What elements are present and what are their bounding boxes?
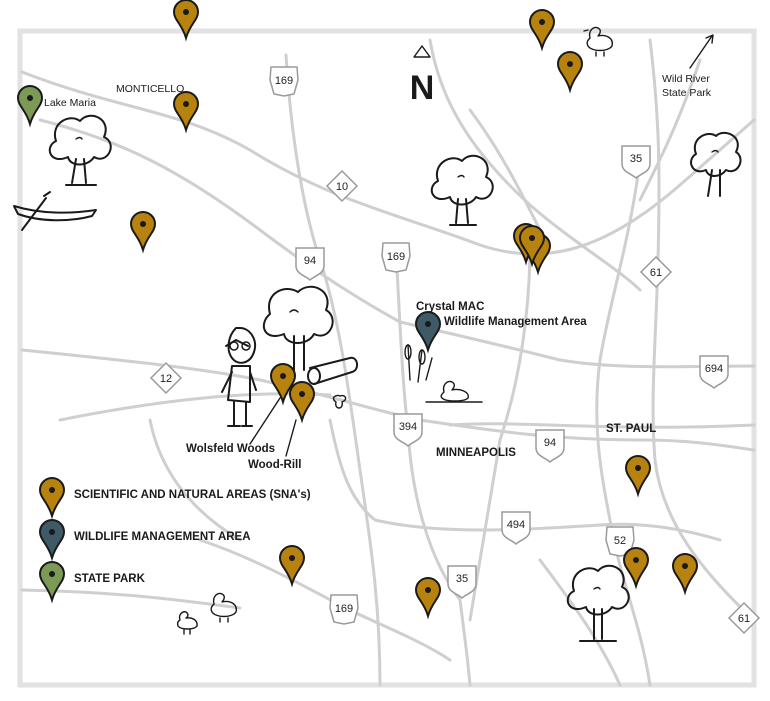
highway-number: 52 bbox=[614, 535, 626, 547]
sna-map-pin-icon[interactable] bbox=[671, 553, 699, 596]
map-frame bbox=[17, 28, 757, 688]
highway-shields: 169 10 35 94 169 61 12 694 394 94 52 494 35 169 61 bbox=[149, 66, 761, 635]
wild-river-arrow bbox=[689, 34, 714, 69]
north-letter: N bbox=[410, 69, 435, 107]
label-lake-maria: Lake Maria bbox=[44, 97, 96, 109]
label-st-paul: ST. PAUL bbox=[606, 423, 656, 435]
duck-icon bbox=[210, 592, 237, 623]
map-markers bbox=[16, 0, 699, 620]
label-crystal-mac-1: Crystal MAC bbox=[416, 301, 484, 313]
hiker-illustration bbox=[221, 327, 257, 427]
sna-map-pin-icon[interactable] bbox=[288, 381, 316, 424]
legend-item: WILDLIFE MANAGEMENT AREA bbox=[38, 519, 251, 562]
cattail-reeds-illustration bbox=[404, 344, 433, 383]
wood-rill-leader-line bbox=[285, 419, 297, 457]
state_park-map-pin-icon[interactable] bbox=[16, 85, 44, 128]
legend-label: WILDLIFE MANAGEMENT AREA bbox=[74, 531, 251, 543]
sna-map-pin-icon[interactable] bbox=[278, 545, 306, 588]
highway-number: 394 bbox=[399, 421, 417, 433]
highway-shield-394: 394 bbox=[393, 413, 423, 448]
canoe-illustration bbox=[13, 191, 97, 231]
highway-number: 169 bbox=[335, 603, 353, 615]
highway-number: 10 bbox=[336, 181, 348, 193]
duck-icon bbox=[176, 611, 198, 635]
sna-map-pin-icon[interactable] bbox=[172, 0, 200, 42]
legend-item: SCIENTIFIC AND NATURAL AREAS (SNA's) bbox=[38, 477, 311, 520]
legend-pin-icon bbox=[38, 477, 66, 520]
highway-number: 61 bbox=[738, 613, 750, 625]
road-network bbox=[20, 38, 756, 687]
highway-shield-61: 61 bbox=[639, 255, 673, 289]
tree-illustration bbox=[48, 114, 112, 186]
sna-map-pin-icon[interactable] bbox=[269, 363, 297, 406]
sna-map-pin-icon[interactable] bbox=[518, 225, 546, 268]
sna-map-pin-icon[interactable] bbox=[528, 9, 556, 52]
legend-label: SCIENTIFIC AND NATURAL AREAS (SNA's) bbox=[74, 489, 311, 501]
sna-map-pin-icon[interactable] bbox=[172, 91, 200, 134]
highway-shield-94: 94 bbox=[295, 247, 325, 282]
highway-shield-61: 61 bbox=[727, 601, 761, 635]
acorn-icon bbox=[332, 394, 347, 409]
sna-map-pin-icon[interactable] bbox=[556, 51, 584, 94]
tree-illustration bbox=[430, 154, 494, 226]
highway-number: 169 bbox=[275, 75, 293, 87]
compass-north-icon: N bbox=[410, 45, 435, 107]
highway-number: 494 bbox=[507, 519, 525, 531]
highway-shield-694: 694 bbox=[699, 355, 729, 390]
highway-number: 169 bbox=[387, 251, 405, 263]
highway-number: 94 bbox=[304, 255, 316, 267]
label-wild-river-2: State Park bbox=[662, 87, 712, 99]
highway-shield-169: 169 bbox=[269, 66, 299, 97]
wolsfeld-leader-line bbox=[249, 397, 281, 445]
highway-number: 694 bbox=[705, 363, 723, 375]
legend-label: STATE PARK bbox=[74, 573, 146, 585]
highway-number: 61 bbox=[650, 267, 662, 279]
highway-shield-169: 169 bbox=[381, 242, 411, 273]
label-wild-river-1: Wild River bbox=[662, 73, 710, 85]
highway-number: 94 bbox=[544, 437, 556, 449]
highway-shield-35: 35 bbox=[621, 145, 651, 180]
sna-map-pin-icon[interactable] bbox=[414, 577, 442, 620]
label-crystal-mac-2: Wildlife Management Area bbox=[444, 316, 587, 328]
label-wood-rill: Wood-Rill bbox=[248, 459, 301, 471]
highway-shield-494: 494 bbox=[501, 511, 531, 546]
highway-shield-94: 94 bbox=[535, 429, 565, 464]
sna-map-pin-icon[interactable] bbox=[624, 455, 652, 498]
sna-map-pin-icon[interactable] bbox=[622, 547, 650, 590]
highway-number: 35 bbox=[456, 573, 468, 585]
tree-illustration bbox=[566, 564, 630, 642]
map-legend: SCIENTIFIC AND NATURAL AREAS (SNA's) WILD… bbox=[38, 477, 311, 604]
wma-map-pin-icon[interactable] bbox=[414, 311, 442, 354]
duck-icon bbox=[425, 380, 483, 403]
highway-shield-169: 169 bbox=[329, 594, 359, 625]
highway-number: 12 bbox=[160, 373, 172, 385]
highway-shield-12: 12 bbox=[149, 361, 183, 395]
highway-shield-10: 10 bbox=[325, 169, 359, 203]
legend-item: STATE PARK bbox=[38, 561, 146, 604]
label-monticello: MONTICELLO bbox=[116, 83, 184, 95]
highway-number: 35 bbox=[630, 153, 642, 165]
tree-illustration bbox=[262, 285, 334, 371]
tree-illustration bbox=[690, 131, 742, 197]
legend-pin-icon bbox=[38, 519, 66, 562]
legend-pin-icon bbox=[38, 561, 66, 604]
highway-shield-35: 35 bbox=[447, 565, 477, 600]
sna-map-pin-icon[interactable] bbox=[129, 211, 157, 254]
duck-icon bbox=[583, 26, 613, 57]
log-illustration bbox=[307, 356, 358, 385]
label-minneapolis: MINNEAPOLIS bbox=[436, 447, 516, 459]
label-wolsfeld-woods: Wolsfeld Woods bbox=[186, 443, 275, 455]
